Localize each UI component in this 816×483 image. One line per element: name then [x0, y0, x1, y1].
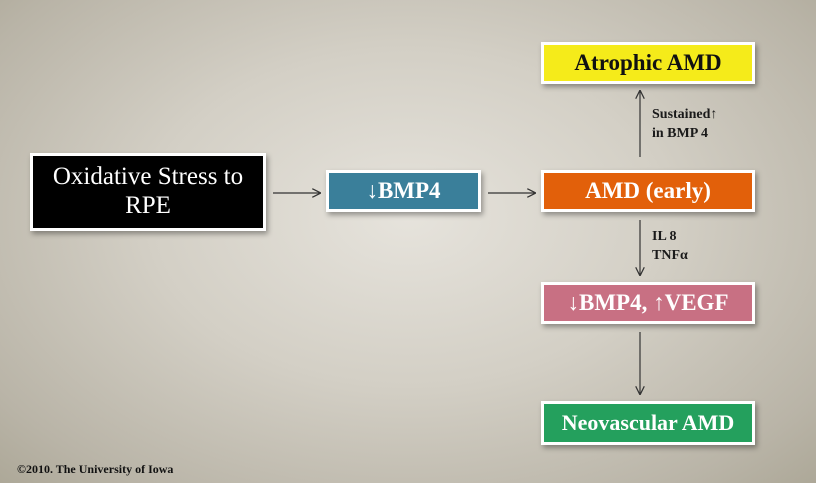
- bmp4-vegf-label: ↓BMP4, ↑VEGF: [567, 289, 729, 315]
- atrophic-amd-node: Atrophic AMD: [541, 42, 755, 84]
- copyright-notice: ©2010. The University of Iowa: [17, 462, 174, 476]
- atrophic-amd-label: Atrophic AMD: [574, 49, 722, 75]
- oxidative-stress-node: Oxidative Stress to RPE: [30, 153, 266, 231]
- neovascular-amd-node: Neovascular AMD: [541, 401, 755, 445]
- tnf-label: TNFα: [652, 247, 688, 263]
- sustained-bmp4-edge-label: Sustained↑ in BMP 4: [652, 106, 717, 144]
- bmp4-decrease-label: ↓BMP4: [366, 177, 441, 203]
- neovascular-amd-label: Neovascular AMD: [561, 410, 735, 436]
- amd-early-node: AMD (early): [541, 170, 755, 212]
- cytokine-edge-label: IL 8 TNFα: [652, 228, 688, 266]
- il8-label: IL 8: [652, 229, 677, 244]
- oxidative-stress-label: Oxidative Stress to RPE: [52, 163, 244, 219]
- sustained-line-1: Sustained↑: [652, 107, 718, 122]
- amd-early-label: AMD (early): [585, 177, 711, 203]
- bmp4-decrease-node: ↓BMP4: [326, 170, 481, 212]
- sustained-line-2: in BMP 4: [652, 125, 709, 141]
- bmp4-vegf-node: ↓BMP4, ↑VEGF: [541, 282, 755, 324]
